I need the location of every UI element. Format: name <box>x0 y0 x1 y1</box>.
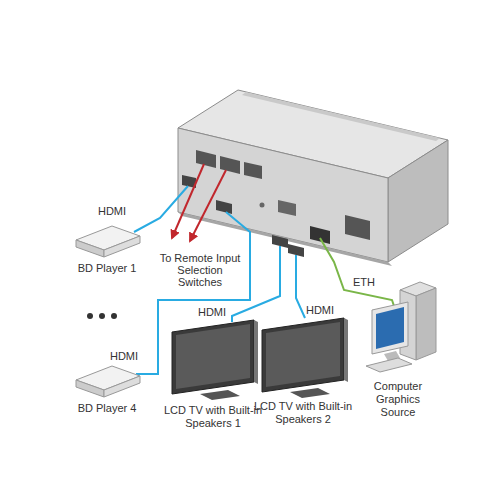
bd-player <box>76 366 140 397</box>
signal-label: HDMI <box>300 304 340 316</box>
ethernet-cable <box>320 238 394 306</box>
device-label: BD Player 1 <box>67 262 147 275</box>
signal-label: HDMI <box>104 350 144 362</box>
device-label: BD Player 4 <box>67 402 147 415</box>
signal-label: HDMI <box>92 205 132 217</box>
device-caption-node: Computer Graphics Source <box>366 380 430 419</box>
computer <box>366 282 436 372</box>
ellipsis-dots <box>87 313 117 319</box>
device-caption-node: LCD TV with Built-in Speakers 2 <box>253 400 353 426</box>
signal-label: ETH <box>349 276 379 288</box>
lcd-tv <box>262 318 348 398</box>
device-label: Computer Graphics Source <box>366 380 430 419</box>
switcher-device <box>178 90 448 266</box>
remote-wires <box>172 164 226 241</box>
device-caption-node: LCD TV with Built-in Speakers 1 <box>163 404 263 430</box>
lcd-tv <box>172 320 258 400</box>
device-label: LCD TV with Built-in Speakers 2 <box>253 400 353 426</box>
device-label: LCD TV with Built-in Speakers 1 <box>163 404 263 430</box>
device-caption-node: BD Player 4 <box>67 402 147 415</box>
remote-note: To Remote Input Selection Switches <box>158 252 242 288</box>
bd-player <box>76 226 140 257</box>
signal-label: HDMI <box>192 306 232 318</box>
device-caption-node: BD Player 1 <box>67 262 147 275</box>
